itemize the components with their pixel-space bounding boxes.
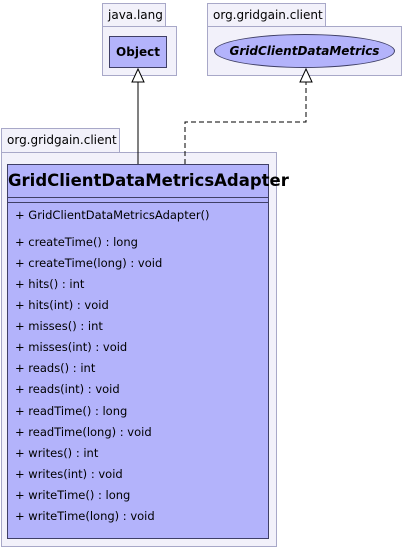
method-item: + createTime(long) : void (15, 256, 163, 270)
interface-grid-client-data-metrics[interactable]: GridClientDataMetrics (214, 34, 395, 68)
class-grid-client-data-metrics-adapter[interactable]: GridClientDataMetricsAdapter + GridClien… (7, 164, 289, 539)
method-item: + reads(int) : void (15, 382, 120, 396)
realization-line (184, 82, 307, 164)
method-separator (8, 202, 268, 203)
inheritance-arrowhead (131, 67, 145, 83)
constructor-item: + GridClientDataMetricsAdapter() (15, 208, 210, 222)
method-item: + hits(int) : void (15, 298, 109, 312)
class-adapter-name: GridClientDataMetricsAdapter (8, 171, 289, 190)
class-object-name: Object (116, 45, 160, 59)
method-item: + misses() : int (15, 319, 103, 333)
package-label-gridgain-main: org.gridgain.client (7, 133, 117, 147)
method-item: + readTime(long) : void (15, 425, 152, 439)
method-item: + writeTime() : long (15, 488, 131, 502)
method-item: + writeTime(long) : void (15, 509, 155, 523)
package-tab-gridgain-main: org.gridgain.client (1, 128, 120, 153)
attribute-separator (8, 197, 268, 198)
method-item: + writes() : int (15, 446, 99, 460)
class-object[interactable]: Object (109, 36, 167, 68)
method-item: + readTime() : long (15, 404, 128, 418)
package-label-java-lang: java.lang (108, 8, 163, 22)
method-item: + createTime() : long (15, 235, 138, 249)
package-tab-gridgain-top: org.gridgain.client (207, 3, 326, 27)
interface-name: GridClientDataMetrics (229, 44, 380, 58)
package-tab-java-lang: java.lang (102, 3, 166, 27)
method-item: + reads() : int (15, 361, 96, 375)
method-item: + misses(int) : void (15, 340, 128, 354)
package-label-gridgain-top: org.gridgain.client (213, 8, 323, 22)
realization-arrowhead (299, 67, 313, 83)
method-item: + hits() : int (15, 277, 85, 291)
method-item: + writes(int) : void (15, 467, 123, 481)
